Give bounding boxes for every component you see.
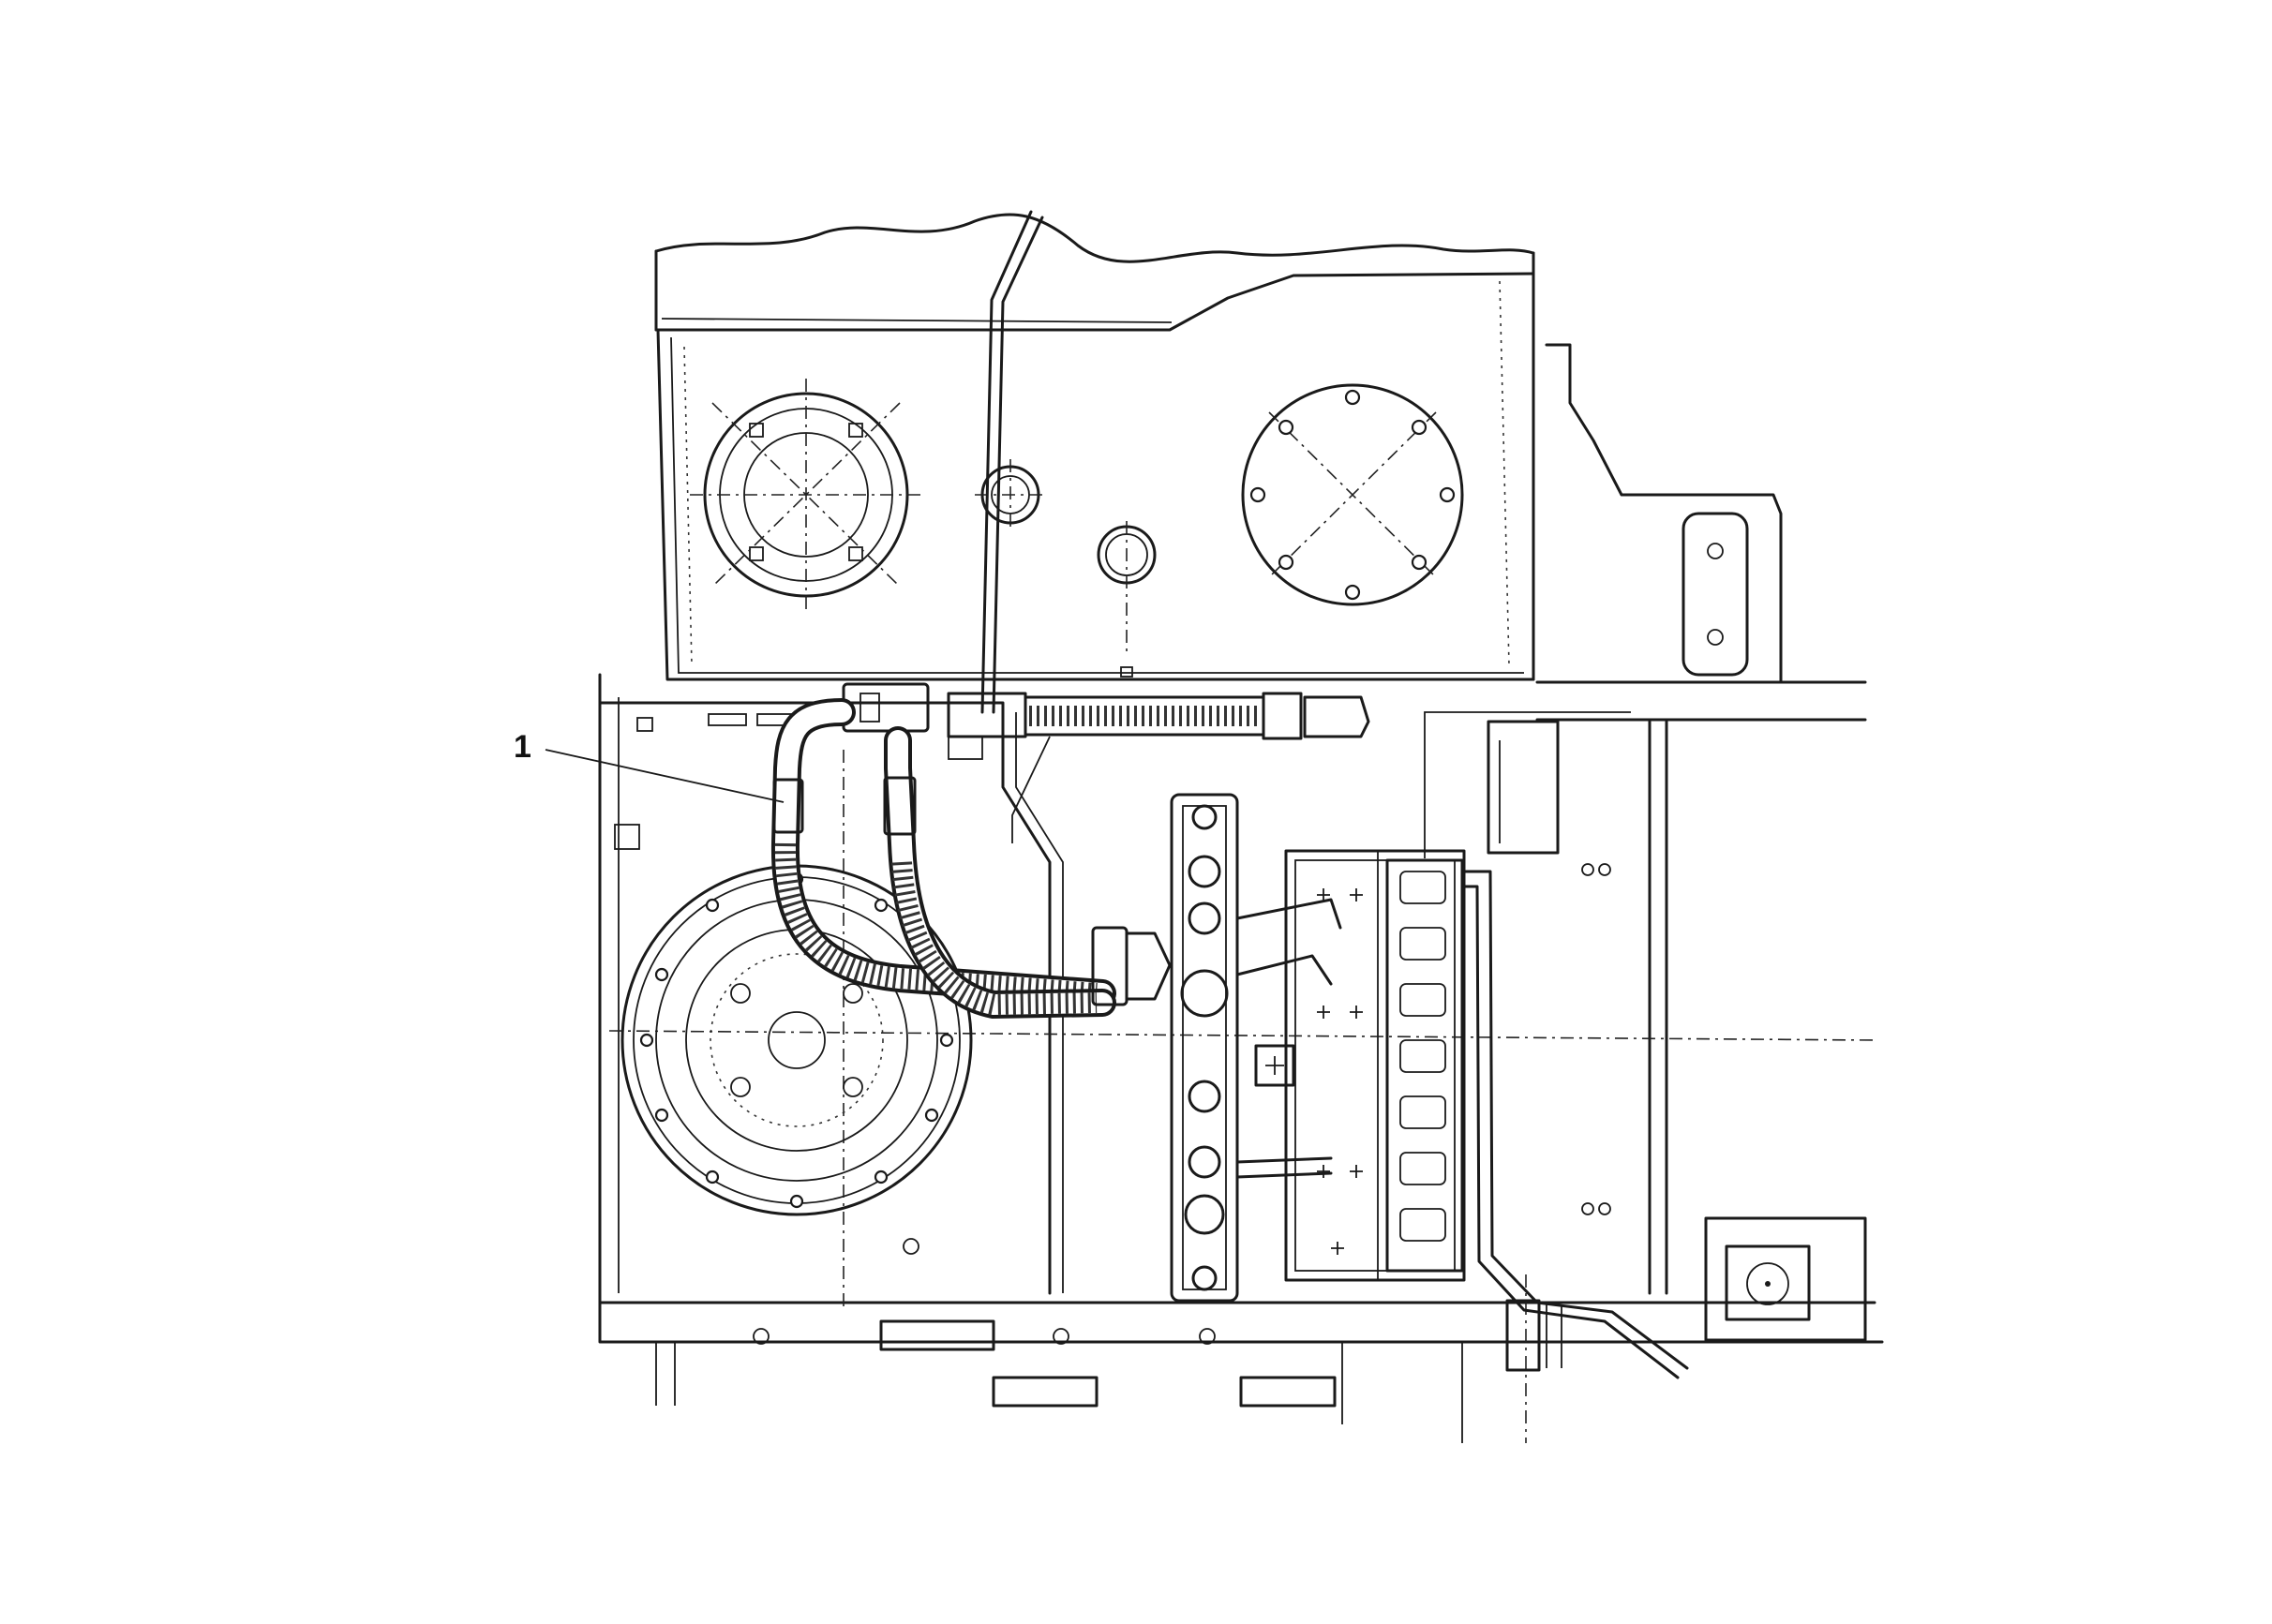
upper-tank-housing — [654, 210, 1783, 714]
callout-label-1: 1 — [514, 729, 531, 765]
return-hose-top — [842, 682, 1370, 843]
main-frame — [598, 673, 1884, 1443]
callout-1-leader — [545, 749, 785, 803]
braided-hoses — [770, 698, 1172, 1020]
valve-block-assembly — [1170, 711, 1689, 1379]
